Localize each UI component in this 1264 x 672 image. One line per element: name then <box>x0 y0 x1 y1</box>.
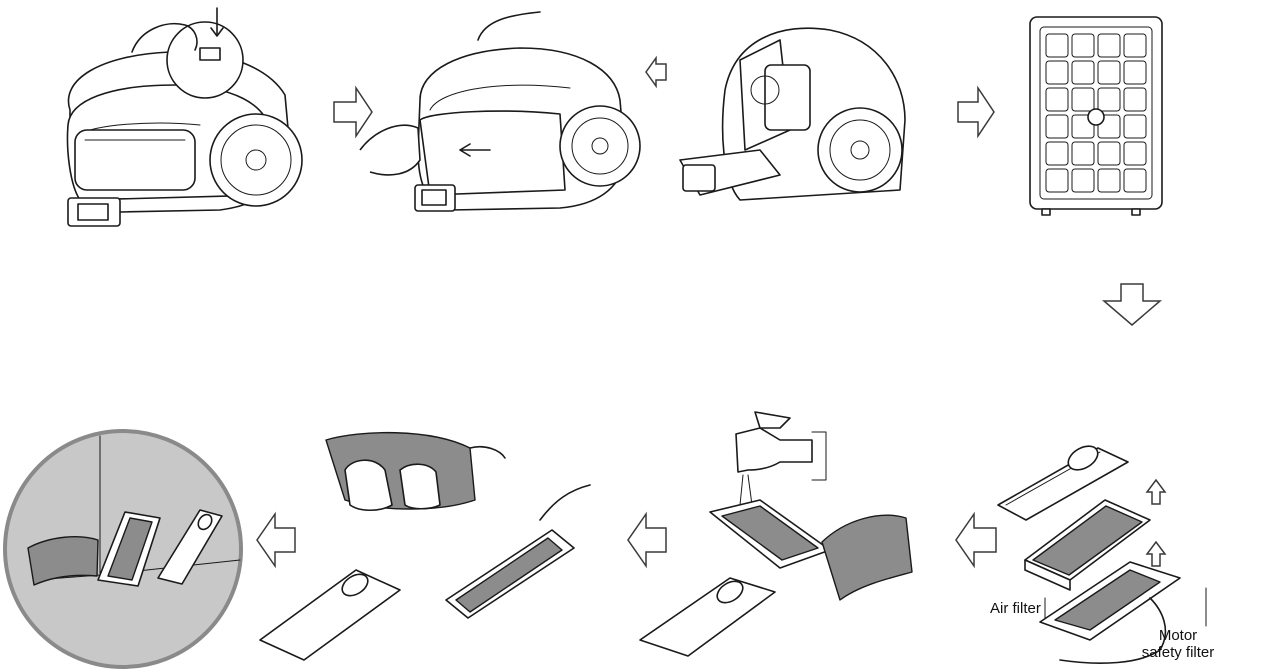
step-arrow-left <box>628 514 666 566</box>
water-tap-icon <box>736 428 812 472</box>
step-arrow-right <box>334 88 372 136</box>
step-arrow-left <box>646 58 666 86</box>
air-filter-label: Air filter <box>990 600 1041 617</box>
motor-safety-filter-label: Motor safety filter <box>1128 627 1228 661</box>
step-arrow-left <box>257 514 295 566</box>
step3-vacuum-open <box>680 28 905 200</box>
up-arrow-icon <box>1147 542 1165 566</box>
step6-rinse-filter <box>640 412 912 656</box>
step1-vacuum-press-button <box>68 8 303 226</box>
up-arrow-icon <box>1147 480 1165 504</box>
step8-dry-filters <box>5 431 241 667</box>
step2-vacuum-remove-cover <box>360 12 640 211</box>
step-arrow-down <box>1104 284 1160 325</box>
motor-safety-filter-label-line2: safety filter <box>1128 644 1228 661</box>
step4-filter-front <box>1030 17 1162 215</box>
step-arrow-right <box>958 88 994 136</box>
step7-squeeze-filter <box>260 433 590 660</box>
motor-safety-filter-label-line1: Motor <box>1128 627 1228 644</box>
step-arrow-left <box>956 514 996 566</box>
